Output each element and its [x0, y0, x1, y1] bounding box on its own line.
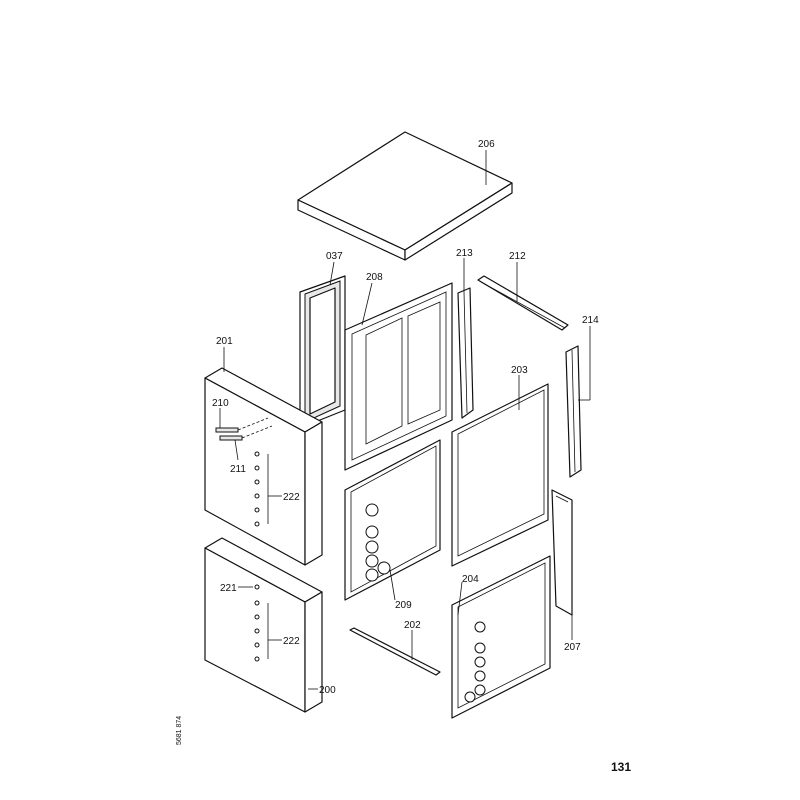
- part-203-side-panel: [451, 383, 549, 567]
- part-037-door-seal: [299, 275, 346, 429]
- switch-hole-markers: [254, 584, 260, 662]
- label-204: 204: [462, 574, 479, 585]
- label-209: 209: [395, 600, 412, 611]
- part-209-inner-front-panel: [344, 439, 441, 601]
- label-210: 210: [212, 398, 229, 409]
- label-222-lower: 222: [283, 636, 300, 647]
- label-200: 200: [319, 685, 336, 696]
- part-207-side-strip: [551, 489, 573, 616]
- label-211: 211: [230, 464, 246, 475]
- label-037: 037: [326, 251, 343, 262]
- knob-holes: [365, 503, 391, 582]
- label-207: 207: [564, 642, 581, 653]
- label-206: 206: [478, 139, 495, 150]
- part-208-inner-door-panel: [344, 282, 453, 471]
- part-200-lower-panel: [204, 537, 323, 713]
- page-number: 131: [611, 760, 631, 774]
- label-208: 208: [366, 272, 383, 283]
- label-202: 202: [404, 620, 421, 631]
- part-labels: 206 037 208 213 212 214 201 203 210 211 …: [212, 139, 599, 696]
- part-206-top-cover: [297, 131, 513, 261]
- knob-holes: [464, 621, 486, 703]
- label-221: 221: [220, 583, 237, 594]
- part-213-side-strip: [457, 287, 474, 419]
- part-214-side-strip: [565, 345, 582, 478]
- part-210-211-clips: [215, 417, 273, 441]
- label-213: 213: [456, 248, 473, 259]
- drawing-code: 5681 874: [176, 716, 183, 745]
- part-204-front-panel: [451, 555, 551, 719]
- switch-hole-markers: [254, 451, 260, 527]
- part-202-bottom-rod: [349, 627, 441, 676]
- label-203: 203: [511, 365, 528, 376]
- label-212: 212: [509, 251, 526, 262]
- leader-lines: [219, 150, 591, 690]
- part-212-top-rail: [477, 275, 569, 331]
- label-201: 201: [216, 336, 233, 347]
- part-201-upper-control-panel: [204, 367, 323, 566]
- label-214: 214: [582, 315, 599, 326]
- label-222-upper: 222: [283, 492, 300, 503]
